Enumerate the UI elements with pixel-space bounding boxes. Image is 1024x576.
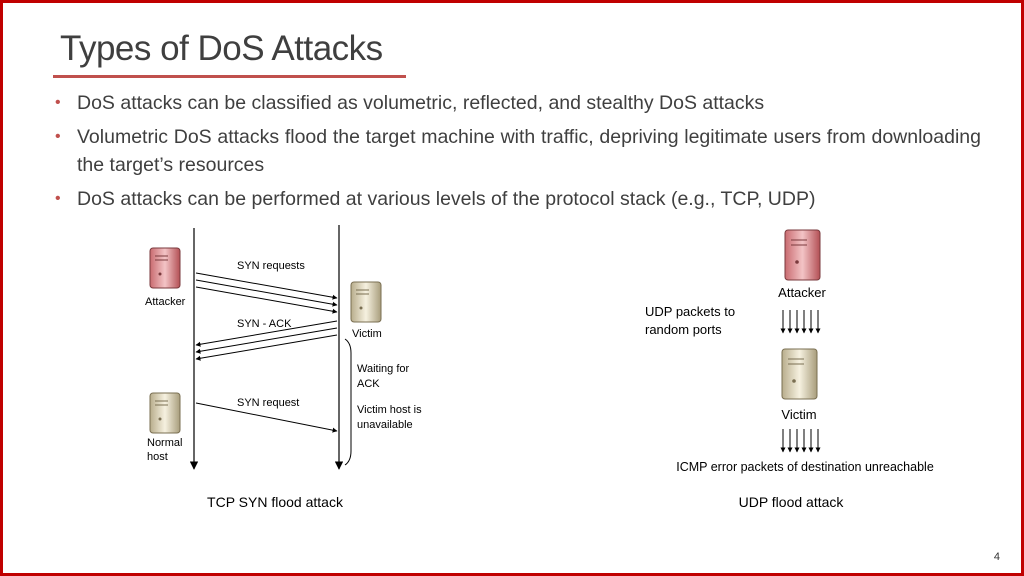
bullet-text: DoS attacks can be classified as volumet…: [77, 92, 765, 114]
tcp-syn-caption: TCP SYN flood attack: [207, 494, 344, 510]
bullet-item: • DoS attacks can be classified as volum…: [51, 89, 981, 117]
waiting-bracket: [344, 338, 352, 466]
attack-diagrams: Attacker Victim Normal host SYN requests: [145, 225, 934, 510]
bullet-text: DoS attacks can be performed at various …: [77, 188, 816, 210]
victim-server-icon: [350, 281, 382, 323]
attacker-server-icon: [149, 247, 181, 289]
bullet-item: • Volumetric DoS attacks flood the targe…: [51, 123, 981, 179]
page-number: 4: [993, 551, 1000, 563]
udp-victim-server-icon: [781, 348, 818, 400]
udp-victim-label: Victim: [781, 407, 816, 422]
syn-request-arrow: [195, 279, 338, 307]
syn-request-label: SYN request: [237, 397, 299, 409]
syn-request-arrow: [195, 272, 338, 300]
udp-flood-diagram: Attacker UDP packets to random ports Vic…: [645, 229, 934, 510]
unavailable-label-line1: Victim host is: [357, 404, 422, 416]
bullet-list: • DoS attacks can be classified as volum…: [51, 89, 981, 219]
udp-packet-arrows: [780, 310, 821, 334]
bullet-dot-icon: •: [55, 190, 61, 207]
bullet-dot-icon: •: [55, 128, 61, 145]
bullet-dot-icon: •: [55, 94, 61, 111]
waiting-label-line2: ACK: [357, 378, 380, 390]
syn-ack-arrow: [195, 320, 338, 347]
normal-syn-request-arrow: [195, 402, 338, 433]
unavailable-label-line2: unavailable: [357, 419, 413, 431]
normal-host-label-line2: host: [147, 451, 168, 463]
normal-host-label-line1: Normal: [147, 437, 182, 449]
waiting-label-line1: Waiting for: [357, 363, 410, 375]
syn-requests-label: SYN requests: [237, 260, 305, 272]
syn-request-arrow: [195, 286, 338, 314]
bullet-item: • DoS attacks can be performed at variou…: [51, 185, 981, 213]
udp-attacker-server-icon: [784, 229, 821, 281]
syn-ack-arrow: [195, 334, 338, 361]
udp-flood-caption: UDP flood attack: [739, 494, 845, 510]
title-underline: [53, 75, 406, 78]
attacker-label: Attacker: [145, 296, 186, 308]
icmp-packet-arrows: [780, 429, 821, 453]
syn-ack-label: SYN - ACK: [237, 318, 292, 330]
udp-attacker-label: Attacker: [778, 285, 826, 300]
syn-ack-arrow: [195, 327, 338, 354]
victim-label: Victim: [352, 328, 382, 340]
bullet-text: Volumetric DoS attacks flood the target …: [77, 126, 981, 176]
udp-packets-label-line1: UDP packets to: [645, 304, 735, 319]
normal-host-server-icon: [149, 392, 181, 434]
tcp-syn-flood-diagram: Attacker Victim Normal host SYN requests: [145, 225, 422, 510]
slide-title: Types of DoS Attacks: [60, 29, 383, 68]
udp-packets-label-line2: random ports: [645, 322, 722, 337]
icmp-error-label: ICMP error packets of destination unreac…: [676, 460, 934, 474]
